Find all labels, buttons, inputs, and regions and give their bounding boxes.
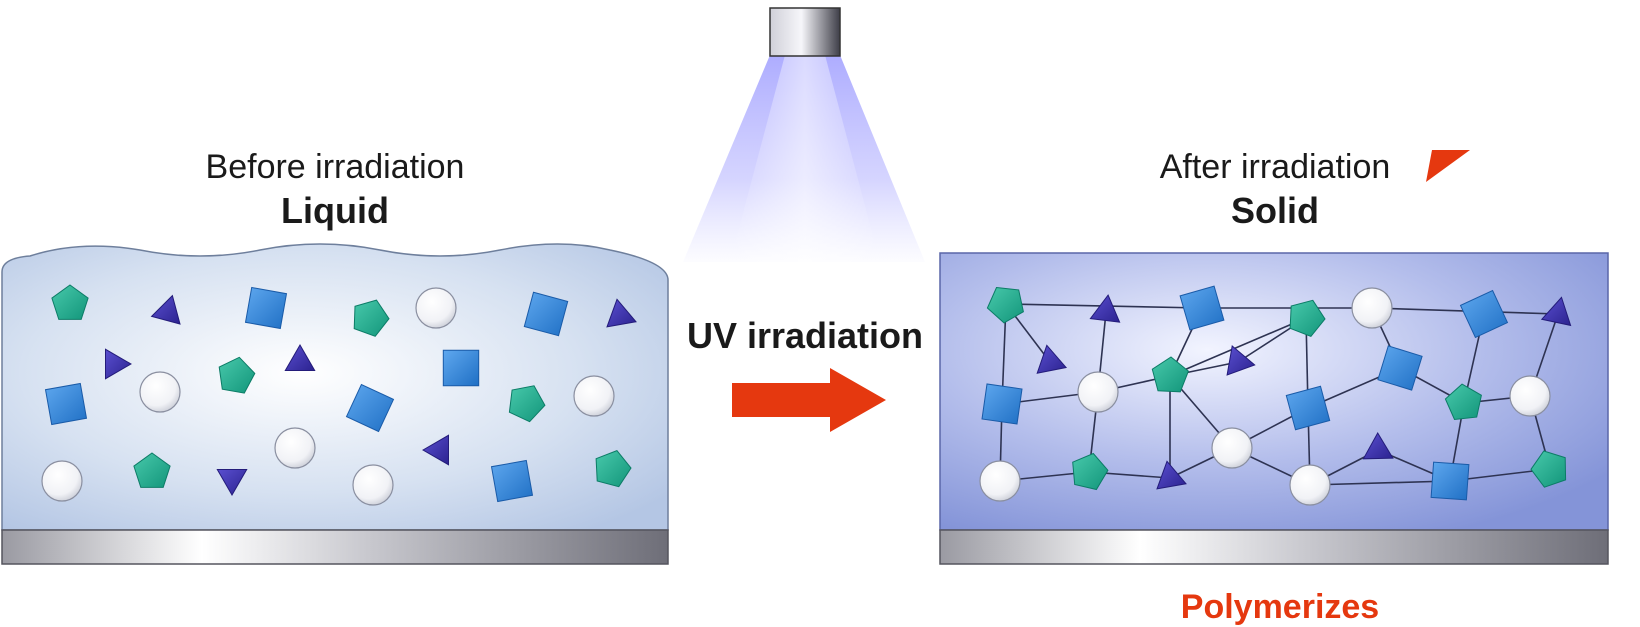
pentagon-molecule <box>133 452 171 488</box>
polymer-bond <box>1309 480 1451 486</box>
pentagon-molecule <box>51 284 89 320</box>
square-molecule <box>1179 285 1225 331</box>
square-molecule <box>44 382 88 426</box>
square-molecule <box>1430 461 1470 501</box>
pentagon-molecule <box>353 299 390 337</box>
square-molecule <box>442 349 480 387</box>
pentagon-molecule <box>1530 450 1567 488</box>
polymer-bond <box>1169 317 1307 377</box>
sphere-molecule <box>352 464 394 506</box>
triangle-molecule <box>1089 294 1121 323</box>
square-molecule <box>981 383 1023 425</box>
square-molecule <box>1459 289 1509 339</box>
solid-panel <box>939 252 1609 565</box>
square-molecule <box>523 291 569 337</box>
square-molecule <box>345 383 395 433</box>
after-caption: After irradiation <box>1159 148 1391 186</box>
triangle-molecule <box>1540 296 1572 327</box>
triangle-molecule <box>284 343 316 371</box>
liquid-body <box>1 243 669 531</box>
sphere-molecule <box>979 460 1021 502</box>
square-molecule <box>1377 345 1423 391</box>
triangle-molecule <box>1226 345 1256 376</box>
triangle-molecule <box>1036 344 1068 374</box>
triangle-molecule <box>150 294 181 325</box>
corner-flag-icon <box>1426 150 1470 182</box>
pentagon-molecule <box>595 450 632 488</box>
pentagon-molecule <box>1289 299 1326 337</box>
triangle-molecule <box>1156 460 1187 490</box>
substrate-left <box>1 529 669 565</box>
sphere-molecule <box>1211 427 1253 469</box>
before-caption: Before irradiation <box>205 148 465 186</box>
triangle-molecule <box>421 434 449 466</box>
sphere-molecule <box>139 371 181 413</box>
square-molecule <box>1285 385 1331 431</box>
pentagon-molecule <box>508 385 546 423</box>
pentagon-molecule <box>986 286 1024 324</box>
sphere-molecule <box>1351 287 1393 329</box>
sphere-molecule <box>1509 375 1551 417</box>
triangle-molecule <box>105 348 133 380</box>
uv-lamp <box>769 7 841 57</box>
sphere-molecule <box>1289 464 1331 506</box>
liquid-panel <box>1 243 669 565</box>
sphere-molecule <box>573 375 615 417</box>
pentagon-molecule <box>1072 452 1109 491</box>
square-molecule <box>244 286 288 330</box>
uv-beam-core <box>730 55 880 262</box>
solid-body <box>939 252 1609 531</box>
substrate-right <box>939 529 1609 565</box>
uv-irradiation-label: UV irradiation <box>686 315 924 356</box>
triangle-molecule <box>1362 432 1394 460</box>
triangle-molecule <box>606 298 637 328</box>
molecules <box>41 284 1572 506</box>
sphere-molecule <box>415 287 457 329</box>
sphere-molecule <box>41 460 83 502</box>
after-state: Solid <box>1231 190 1319 231</box>
sphere-molecule <box>274 427 316 469</box>
pentagon-molecule <box>1151 356 1189 393</box>
pentagon-molecule <box>218 356 256 394</box>
square-molecule <box>490 459 534 503</box>
triangle-molecule <box>216 469 248 497</box>
pentagon-molecule <box>1444 383 1482 421</box>
sphere-molecule <box>1077 371 1119 413</box>
right-arrow-icon <box>732 368 886 432</box>
uv-lamp-icon <box>683 7 925 262</box>
before-state: Liquid <box>281 190 389 231</box>
polymerizes-label: Polymerizes <box>1180 588 1380 626</box>
